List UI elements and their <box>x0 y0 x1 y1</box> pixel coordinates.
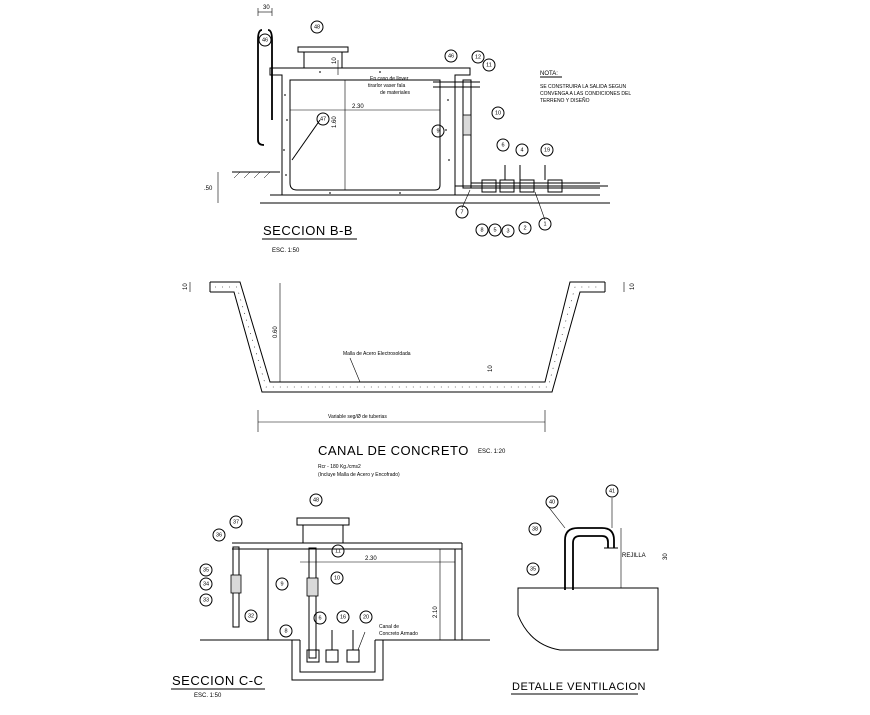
marker-cc-12: 6 <box>318 615 321 621</box>
cc-dim-height: 2.10 <box>433 606 439 618</box>
cc-canal-label-1: Canal de <box>379 624 399 630</box>
canal-dim-height: 0.60 <box>273 326 279 338</box>
marker-cc-13: 16 <box>340 614 346 620</box>
canal-scale: ESC. 1:20 <box>478 449 506 455</box>
section-cc-drawing <box>200 517 490 681</box>
marker-cc-3: 36 <box>216 532 222 538</box>
marker-cc-9: 9 <box>280 581 283 587</box>
marker-bb-9: 6 <box>501 142 504 148</box>
marker-cc-10: 10 <box>334 575 340 581</box>
section-cc-title: SECCION C-C <box>172 673 263 688</box>
marker-cc-4: 11 <box>335 548 341 554</box>
marker-bb-13: 8 <box>480 227 483 233</box>
cc-dim-width: 2.30 <box>365 556 377 562</box>
marker-bb-3: 46 <box>448 53 454 59</box>
canal-drawing <box>189 281 625 432</box>
ventilacion-markers: 40 41 38 35 <box>526 484 619 576</box>
nota-heading: NOTA: <box>540 71 558 77</box>
bb-dim-height: 1.60 <box>332 116 338 128</box>
marker-vent-2: 41 <box>609 488 615 494</box>
section-bb-drawing <box>217 8 610 221</box>
ventilacion-title: DETALLE VENTILACION <box>512 681 646 693</box>
marker-bb-14: 5 <box>493 227 496 233</box>
marker-cc-1: 48 <box>313 497 319 503</box>
marker-bb-7: 47 <box>320 116 326 122</box>
section-cc-markers: 48 37 36 11 35 34 33 32 9 10 8 6 16 20 <box>199 493 373 638</box>
marker-cc-5: 35 <box>203 567 209 573</box>
section-bb-title: SECCION B-B <box>263 223 353 238</box>
marker-bb-10: 4 <box>520 147 523 153</box>
marker-bb-6: 10 <box>495 110 501 116</box>
canal-spec-1: Rcr - 180 Kg./cms2 <box>318 464 361 470</box>
bb-dim-slab: 10 <box>332 57 338 64</box>
marker-bb-17: 1 <box>543 221 546 227</box>
marker-vent-3: 38 <box>532 526 538 532</box>
marker-cc-14: 20 <box>363 614 369 620</box>
marker-cc-11: 8 <box>284 628 287 634</box>
nota-line-2: CONVENGA A LAS CONDICIONES DEL <box>540 91 631 97</box>
canal-spec-2: (Incluye Malla de Acero y Encofrado) <box>318 472 400 478</box>
marker-bb-4: 12 <box>475 54 481 60</box>
marker-vent-1: 40 <box>549 499 555 505</box>
vent-dim: 30 <box>663 553 669 560</box>
marker-bb-8: 9 <box>436 128 439 134</box>
nota-line-3: TERRENO Y DISEÑO <box>540 97 590 104</box>
marker-bb-1: 46 <box>262 37 268 43</box>
marker-bb-2: 48 <box>314 24 320 30</box>
section-bb-scale: ESC. 1:50 <box>272 248 300 254</box>
marker-bb-12: 7 <box>460 209 463 215</box>
bb-note-line-2: tirarlor vaser fala <box>368 83 405 89</box>
bb-dim-width: 2.30 <box>352 104 364 110</box>
marker-bb-16: 2 <box>523 225 526 231</box>
bb-dim-bottom: .50 <box>204 186 213 192</box>
canal-dim-right: 10 <box>630 283 636 290</box>
marker-cc-2: 37 <box>233 519 239 525</box>
section-cc-scale: ESC. 1:50 <box>194 693 222 699</box>
bb-note-line-1: En caso de llover <box>370 76 409 82</box>
marker-cc-8: 32 <box>248 613 254 619</box>
bb-dim-top: 30 <box>263 5 270 11</box>
marker-bb-5: 11 <box>486 62 492 68</box>
bb-note-line-3: de materiales <box>380 90 411 96</box>
marker-cc-6: 34 <box>203 581 209 587</box>
canal-dim-left: 10 <box>183 283 189 290</box>
rejilla-label: REJILLA <box>622 553 646 559</box>
canal-mesh-label: Malla de Acero Electrosoldada <box>343 351 411 357</box>
canal-title: CANAL DE CONCRETO <box>318 443 469 458</box>
canal-dim-floor: 10 <box>488 365 494 372</box>
ventilacion-drawing <box>517 498 659 651</box>
section-bb-markers: 46 48 46 12 11 10 47 9 6 4 19 7 8 5 3 2 … <box>258 20 554 238</box>
marker-bb-15: 3 <box>506 228 509 234</box>
canal-width-label: Variable seg/Ø de tuberias <box>328 414 387 420</box>
marker-bb-11: 19 <box>544 147 550 153</box>
marker-cc-7: 33 <box>203 597 209 603</box>
marker-vent-4: 35 <box>530 566 536 572</box>
nota-line-1: SE CONSTRUIRA LA SALIDA SEGUN <box>540 84 627 90</box>
cc-canal-label-2: Concreto Armado <box>379 631 418 637</box>
